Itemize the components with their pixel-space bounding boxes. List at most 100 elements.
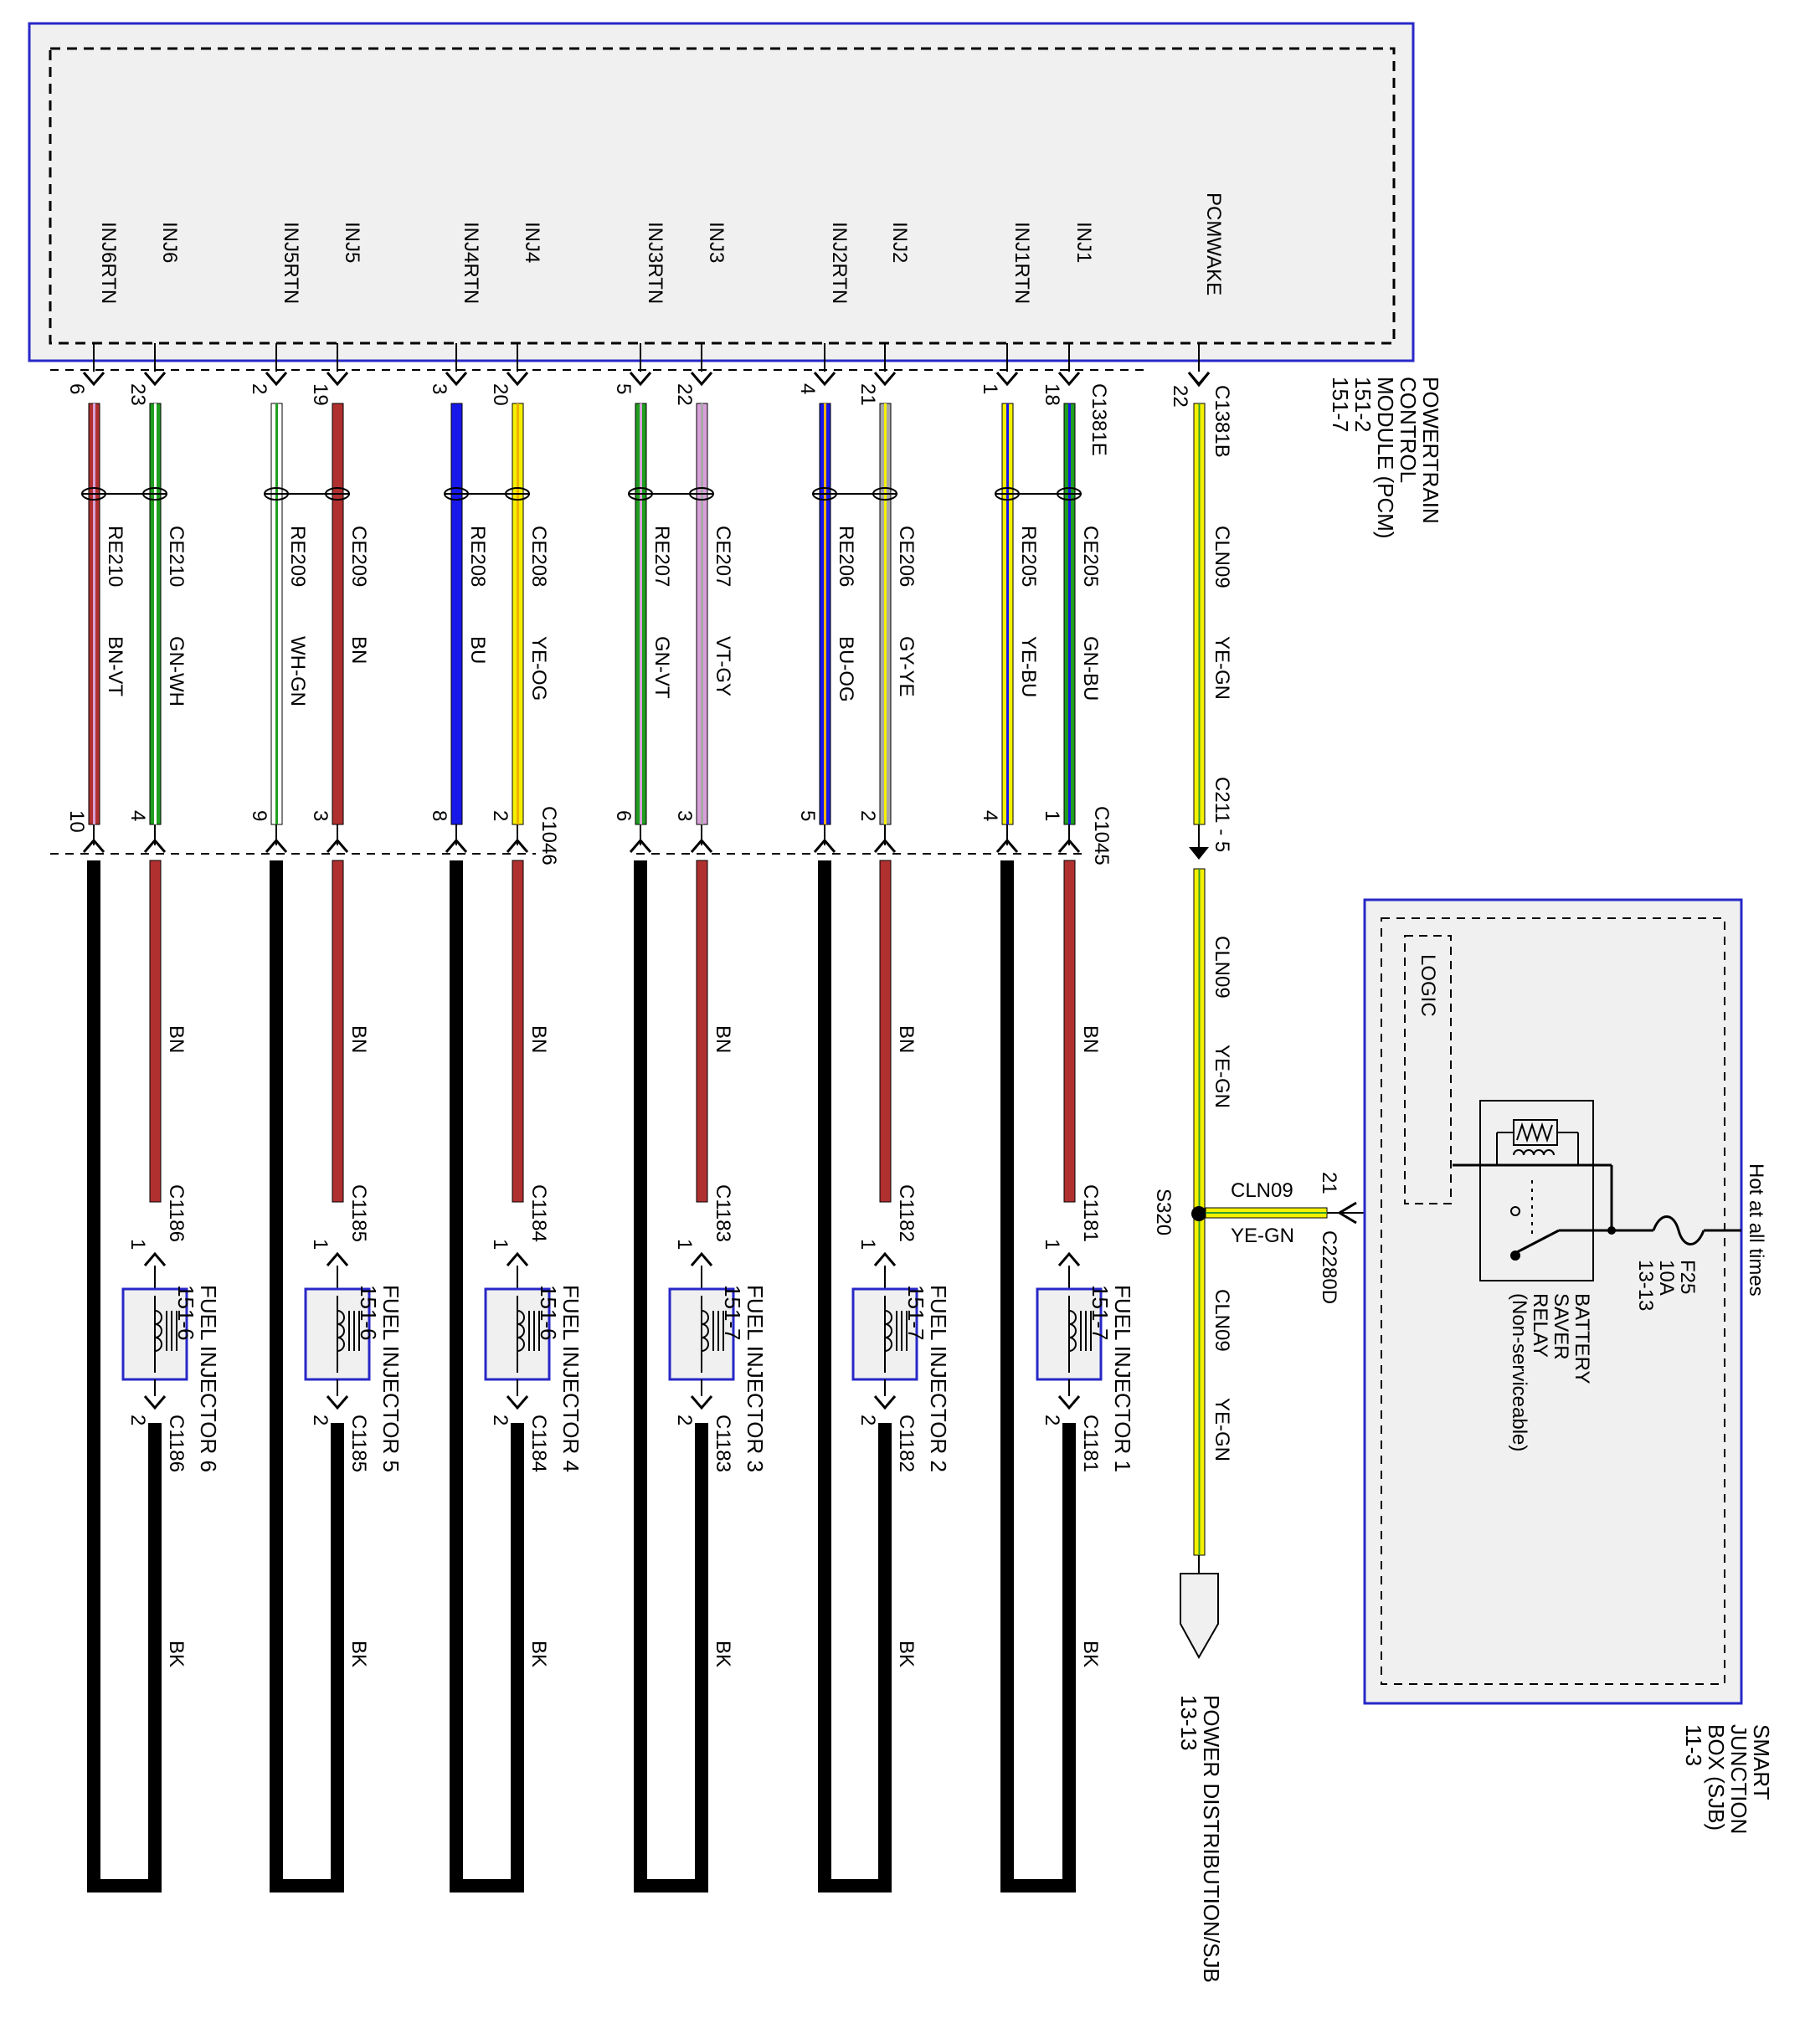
injector-pin1: 1 bbox=[126, 1239, 149, 1250]
injector-pin2: 2 bbox=[126, 1415, 149, 1425]
pcm-sig-pin: 22 bbox=[673, 383, 696, 406]
pcm-sig-pin: 23 bbox=[126, 383, 149, 406]
c211-label: C211 - 5 bbox=[1211, 777, 1233, 852]
injector-pin2: 2 bbox=[309, 1415, 332, 1425]
injector-connector-bottom: C1182 bbox=[895, 1415, 918, 1472]
pcm-rtn-pin: 1 bbox=[979, 383, 1001, 394]
pcm-pin-inj2: INJ2 bbox=[888, 222, 911, 263]
fuel-injector-label: FUEL INJECTOR 1151-7 bbox=[1088, 1285, 1135, 1472]
power-distribution-label: POWER DISTRIBUTION/SJB 13-13 bbox=[1176, 1695, 1224, 1989]
rtn-color-label: BU bbox=[466, 636, 489, 664]
fuel-injector-label: FUEL INJECTOR 2151-7 bbox=[903, 1285, 951, 1472]
wire-feed bbox=[879, 860, 892, 1203]
injector-connector-top: C1184 bbox=[527, 1184, 550, 1242]
coil-icon bbox=[701, 1310, 709, 1352]
rtn-color-label: WH-GN bbox=[286, 636, 309, 706]
rtn-color-label: BU-OG bbox=[835, 636, 857, 702]
feed-color-label: BN bbox=[165, 1025, 188, 1053]
wire-ground bbox=[695, 1423, 708, 1890]
coil-icon bbox=[154, 1310, 162, 1352]
injector-connector-bottom: C1185 bbox=[347, 1415, 370, 1472]
wake-circuit-1: CLN09 bbox=[1211, 526, 1233, 588]
feed-color-label: BN bbox=[895, 1025, 918, 1053]
injector-connector-top: C1183 bbox=[712, 1184, 734, 1242]
rtn-circuit-label: RE209 bbox=[286, 526, 309, 587]
wake-color-2: YE-GN bbox=[1211, 1045, 1233, 1108]
wire-ground bbox=[1000, 860, 1014, 1890]
sig-circuit-label: CE208 bbox=[527, 526, 550, 587]
coil-icon bbox=[884, 1310, 892, 1352]
feed-color-label: BN bbox=[712, 1025, 734, 1053]
wake-circuit-2: CLN09 bbox=[1211, 936, 1233, 999]
fuel-injector-label: FUEL INJECTOR 5151-6 bbox=[356, 1285, 404, 1472]
injector-pin2: 2 bbox=[673, 1415, 696, 1425]
c1046-label: C1046 bbox=[537, 806, 560, 865]
wire-ground bbox=[818, 860, 831, 1890]
pcm-rtn-pin: 4 bbox=[796, 383, 819, 394]
ground-color-label: BK bbox=[1079, 1641, 1102, 1667]
wire-rtn-upper bbox=[450, 403, 463, 825]
ground-color-label: BK bbox=[527, 1641, 550, 1667]
injector-connector-top: C1186 bbox=[165, 1184, 188, 1242]
c104x-rtn-pin: 6 bbox=[612, 810, 635, 821]
c104x-rtn-pin: 5 bbox=[796, 810, 819, 821]
pcm-pin-inj5: INJ5 bbox=[341, 222, 363, 263]
sig-color-label: GY-YE bbox=[895, 636, 918, 696]
fuel-injector-label: FUEL INJECTOR 3151-7 bbox=[720, 1285, 768, 1472]
c104x-rtn-pin: 9 bbox=[248, 810, 270, 821]
pcm-title: POWERTRAIN CONTROL MODULE (PCM) 151-2 15… bbox=[1328, 377, 1443, 545]
injector-connector-top: C1185 bbox=[347, 1184, 370, 1242]
wire-feed bbox=[512, 860, 524, 1203]
sig-color-label: GN-WH bbox=[165, 636, 188, 706]
pcm-pin-inj4rtn: INJ4RTN bbox=[460, 222, 482, 304]
pcm-connector-inj: C1381E bbox=[1088, 383, 1110, 456]
pcmwake-circuit bbox=[1180, 343, 1520, 1660]
pcm-rtn-pin: 5 bbox=[612, 383, 635, 394]
sig-circuit-label: CE207 bbox=[712, 526, 734, 587]
wire-ground bbox=[87, 860, 100, 1890]
rtn-circuit-label: RE210 bbox=[104, 526, 126, 587]
c104x-sig-pin: 3 bbox=[309, 810, 332, 821]
c104x-rtn-pin: 10 bbox=[65, 810, 88, 833]
pcm-pin-inj1: INJ1 bbox=[1072, 222, 1095, 263]
feed-color-label: BN bbox=[1079, 1025, 1102, 1053]
injector-connector-top: C1181 bbox=[1079, 1184, 1102, 1242]
pcm-sig-pin: 21 bbox=[856, 383, 879, 406]
wire-feed bbox=[332, 860, 344, 1203]
injector-pin1: 1 bbox=[1041, 1239, 1063, 1250]
c104x-sig-pin: 1 bbox=[1041, 810, 1063, 821]
wire-ground bbox=[511, 1423, 524, 1890]
c104x-sig-pin: 4 bbox=[126, 810, 149, 821]
pcm-module bbox=[28, 22, 1415, 371]
wake-pin: 22 bbox=[1169, 385, 1191, 408]
splice-label: S320 bbox=[1152, 1189, 1175, 1235]
c104x-rtn-pin: 8 bbox=[428, 810, 450, 821]
pcm-pin-inj2rtn: INJ2RTN bbox=[828, 222, 851, 304]
injector-connector-top: C1182 bbox=[895, 1184, 918, 1242]
wire-feed bbox=[149, 860, 162, 1203]
sjb-module bbox=[1363, 898, 1743, 1705]
sig-circuit-label: CE209 bbox=[347, 526, 370, 587]
wire-feed bbox=[1063, 860, 1076, 1203]
wire-feed bbox=[696, 860, 708, 1203]
ground-color-label: BK bbox=[895, 1641, 918, 1667]
rtn-circuit-label: RE207 bbox=[651, 526, 673, 587]
injector-pin1: 1 bbox=[309, 1239, 332, 1250]
pcm-pin-inj6rtn: INJ6RTN bbox=[97, 222, 120, 304]
wire-ground bbox=[331, 1423, 344, 1890]
injector-connector-bottom: C1183 bbox=[712, 1415, 734, 1472]
wake-connector: C1381B bbox=[1211, 385, 1233, 458]
wire-ground bbox=[270, 860, 283, 1890]
wire-ground bbox=[450, 860, 463, 1890]
feed-color-label: BN bbox=[347, 1025, 370, 1053]
c104x-sig-pin: 2 bbox=[856, 810, 879, 821]
feed-color-label: BN bbox=[527, 1025, 550, 1053]
sjb-title: SMART JUNCTION BOX (SJB) 11-3 bbox=[1681, 1724, 1774, 1841]
rtn-color-label: GN-VT bbox=[651, 636, 673, 699]
wire-ground bbox=[878, 1423, 892, 1890]
sig-color-label: YE-OG bbox=[527, 636, 550, 701]
ground-color-label: BK bbox=[347, 1641, 370, 1667]
rtn-color-label: BN-VT bbox=[104, 636, 126, 696]
sig-color-label: GN-BU bbox=[1079, 636, 1102, 701]
